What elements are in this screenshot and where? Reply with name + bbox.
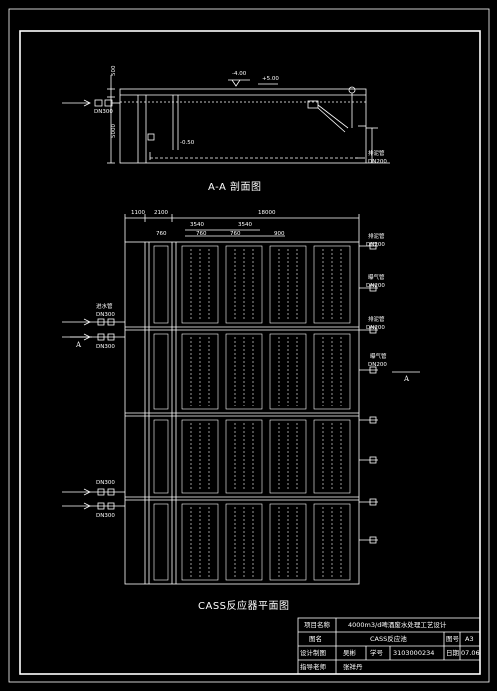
flow-arrow [83, 318, 91, 326]
tb-date-label: 日期 [446, 649, 459, 657]
plan-right-dn-3: DN200 [366, 325, 385, 331]
plan-subdim-3: 760 [230, 231, 241, 237]
flow-arrow [83, 502, 91, 510]
channel-cell [153, 333, 169, 410]
valve [97, 502, 105, 510]
plan-left-label-1: 进水管 [96, 304, 113, 310]
diffuser-cell [225, 245, 263, 324]
plan-dim-1100: 1100 [131, 210, 145, 216]
tb-id-label: 学号 [370, 649, 383, 657]
plan-left-dn-3: DN300 [96, 513, 115, 519]
section-level-mark: +5.00 [262, 76, 279, 82]
section-drain-label: 排泥管 [368, 151, 385, 157]
tb-date-value: 07.06 [461, 649, 480, 657]
diffuser-cell [181, 333, 219, 410]
plan-left-dn-2: DN300 [96, 344, 115, 350]
plan-left-label-3: DN300 [96, 480, 115, 486]
diffuser-cell [313, 419, 351, 494]
plan-left-dn-1: DN300 [96, 312, 115, 318]
plan-right-dn-4: DN200 [368, 362, 387, 368]
plan-right-label-1: 排泥管 [368, 234, 385, 240]
diffuser-cell [313, 333, 351, 410]
section-inlet-label: DN300 [94, 109, 113, 115]
plan-dim-18000: 18000 [258, 210, 276, 216]
diffuser-cell [225, 419, 263, 494]
plan-view [124, 214, 360, 585]
tb-project-label: 项目名称 [304, 621, 330, 629]
valve [369, 456, 377, 464]
valve [369, 416, 377, 424]
section-drain-dn: DN200 [368, 159, 387, 165]
channel-cell [153, 503, 169, 581]
plan-dim-3540b: 3540 [238, 222, 252, 228]
valve [369, 242, 377, 250]
plan-subdim-2: 760 [196, 231, 207, 237]
section-mark-left: A [76, 341, 82, 349]
tb-advisor-label: 指导老师 [300, 663, 326, 671]
section-dim-lower: 5000 [111, 124, 117, 138]
valve [107, 488, 115, 496]
plan-right-label-3: 排泥管 [368, 317, 385, 323]
tb-project-value: 4000m3/d啤酒废水处理工艺设计 [348, 621, 447, 629]
plan-subdim-1: 760 [156, 231, 167, 237]
plan-right-dn-1: DN200 [366, 242, 385, 248]
diffuser-cell [181, 503, 219, 581]
tb-designer-label: 设计制图 [300, 649, 326, 657]
tb-advisor-value: 张祥丹 [343, 663, 363, 671]
plan-pipes [62, 242, 420, 544]
valve [107, 333, 115, 341]
section-level-top: -4.00 [232, 71, 247, 77]
diffuser-grids [153, 245, 351, 581]
valve [369, 284, 377, 292]
valve [369, 536, 377, 544]
diffuser-cell [313, 245, 351, 324]
inner-border [19, 30, 481, 675]
valve [369, 366, 377, 374]
plan-subdim-4: 900 [274, 231, 285, 237]
diffuser-cell [313, 503, 351, 581]
plan-title: CASS反应器平面图 [198, 601, 290, 612]
valve [97, 318, 105, 326]
valve [107, 318, 115, 326]
section-title: A-A 剖面图 [208, 182, 262, 193]
diffuser-cell [181, 419, 219, 494]
channel-cell [153, 419, 169, 494]
tb-sheet-value: A3 [465, 635, 474, 643]
tb-sheet-label: 图号 [446, 635, 459, 643]
diffuser-cell [269, 503, 307, 581]
section-dim-upper: 500 [111, 65, 117, 77]
plan-right-dn-2: DN200 [366, 283, 385, 289]
plan-right-label-4: 曝气管 [370, 354, 387, 360]
tb-designer-value: 吴彬 [343, 649, 356, 657]
diffuser-cell [181, 245, 219, 324]
valve [97, 488, 105, 496]
title-block-lines [297, 617, 481, 675]
section-level-bottom: -0.50 [180, 140, 195, 146]
valve [97, 333, 105, 341]
plan-dim-3540a: 3540 [190, 222, 204, 228]
tb-drawing-value: CASS反应池 [370, 635, 407, 643]
valve [369, 326, 377, 334]
diffuser-cell [269, 419, 307, 494]
outer-border [8, 8, 490, 683]
tb-id-value: 3103000234 [393, 649, 435, 657]
section-view [62, 75, 390, 164]
plan-dim-2100: 2100 [154, 210, 168, 216]
valve [107, 502, 115, 510]
valve [369, 498, 377, 506]
diffuser-cell [269, 245, 307, 324]
diffuser-cell [269, 333, 307, 410]
flow-arrow [83, 488, 91, 496]
channel-cell [153, 245, 169, 324]
tb-drawing-label: 图名 [309, 635, 322, 643]
plan-right-label-2: 曝气管 [368, 275, 385, 281]
diffuser-cell [225, 333, 263, 410]
diffuser-cell [225, 503, 263, 581]
section-mark-right: A [404, 375, 410, 383]
